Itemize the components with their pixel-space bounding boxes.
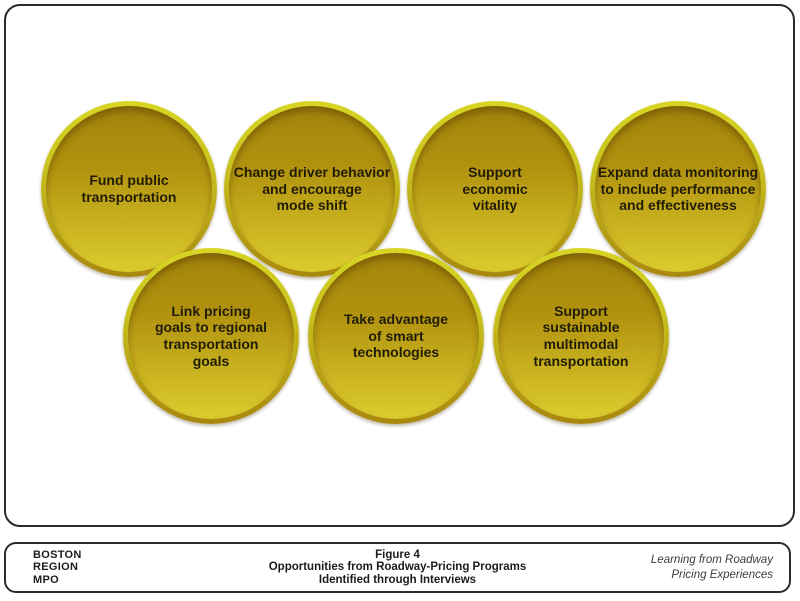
bubble-fill: Take advantage of smart technologies [313, 253, 479, 419]
bubble-fill: Support economic vitality [412, 106, 578, 272]
bubble-fill: Support sustainable multimodal transport… [498, 253, 664, 419]
bubble-label: Take advantage of smart technologies [343, 311, 448, 361]
figure-caption: Figure 4 Opportunities from Roadway-Pric… [268, 548, 527, 586]
bubble-sustainable-multimodal: Support sustainable multimodal transport… [493, 248, 669, 424]
bubble-support-economic-vitality: Support economic vitality [407, 101, 583, 277]
bubble-label: Change driver behavior and encourage mod… [233, 164, 391, 214]
bubble-smart-technologies: Take advantage of smart technologies [308, 248, 484, 424]
bubble-fill: Link pricing goals to regional transport… [128, 253, 294, 419]
footer-bar: BOSTON REGION MPO Figure 4 Opportunities… [4, 542, 791, 593]
bubble-expand-data-monitoring: Expand data monitoring to include perfor… [590, 101, 766, 277]
bubble-label: Expand data monitoring to include perfor… [597, 164, 759, 214]
bubble-fill: Change driver behavior and encourage mod… [229, 106, 395, 272]
bubble-label: Support sustainable multimodal transport… [533, 302, 629, 369]
bubble-change-driver-behavior: Change driver behavior and encourage mod… [224, 101, 400, 277]
bubble-label: Link pricing goals to regional transport… [154, 302, 267, 369]
bubble-fill: Fund public transportation [46, 106, 212, 272]
bubble-label: Support economic vitality [462, 164, 528, 214]
bubble-link-pricing-goals: Link pricing goals to regional transport… [123, 248, 299, 424]
bubble-fund-public-transportation: Fund public transportation [41, 101, 217, 277]
bubble-label: Fund public transportation [81, 172, 177, 205]
report-tagline: Learning from Roadway Pricing Experience… [650, 554, 773, 581]
bubble-fill: Expand data monitoring to include perfor… [595, 106, 761, 272]
figure-canvas: Fund public transportation Change driver… [4, 4, 795, 527]
boston-region-mpo-logo: BOSTON REGION MPO [33, 549, 82, 586]
